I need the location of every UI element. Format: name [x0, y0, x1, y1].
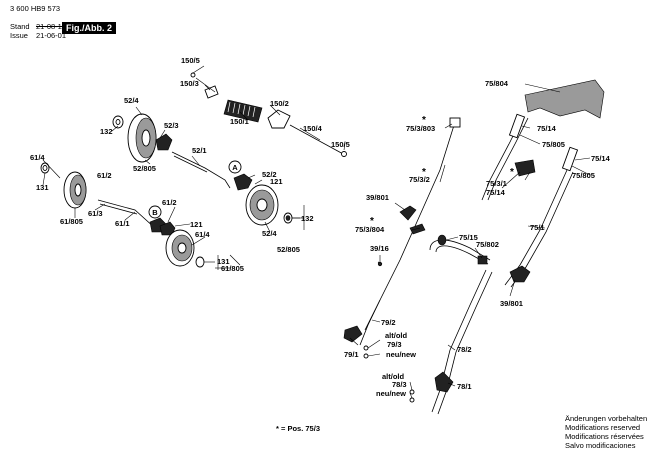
label-150-2: 150/2 — [270, 99, 289, 108]
figure-label: Fig./Abb. 2 — [62, 22, 116, 34]
label-132-left: 132 — [100, 127, 113, 136]
label-52-4-right: 52/4 — [262, 229, 277, 238]
label-75-14-a: 75/14 — [537, 124, 557, 133]
label-52-3: 52/3 — [164, 121, 179, 130]
knob-150-2 — [267, 109, 291, 129]
label-61-4-left: 61/4 — [30, 153, 45, 162]
label-61-3: 61/3 — [88, 209, 103, 218]
label-75-3-2: 75/3/2 — [409, 175, 430, 184]
handle-group — [343, 79, 605, 415]
label-131-left: 131 — [36, 183, 49, 192]
label-52-2: 52/2 — [262, 170, 277, 179]
label-75-15: 75/15 — [459, 233, 478, 242]
label-150-4: 150/4 — [303, 124, 323, 133]
label-52-805-left: 52/805 — [133, 164, 156, 173]
label-neu-new-a: neu/new — [386, 350, 416, 359]
label-75-802-a: 75/802 — [476, 240, 499, 249]
label-79-3: 79/3 — [387, 340, 402, 349]
stand-date: 21-08-11 — [36, 22, 66, 31]
label-alt-old-a: alt/old — [385, 331, 408, 340]
star-75-3-2: * — [422, 167, 426, 178]
label-52-805-right: 52/805 — [277, 245, 300, 254]
label-132-right: 132 — [301, 214, 314, 223]
note-fr: Modifications réservées — [565, 432, 644, 441]
label-39-16: 39/16 — [370, 244, 389, 253]
leader-lines — [42, 65, 591, 399]
label-61-1: 61/1 — [115, 219, 130, 228]
label-39-801-right: 39/801 — [500, 299, 523, 308]
label-78-1: 78/1 — [457, 382, 472, 391]
label-150-5-top: 150/5 — [181, 56, 200, 65]
cap-150-3 — [204, 85, 219, 99]
label-61-805-left: 61/805 — [60, 217, 83, 226]
label-75-14-b: 75/14 — [591, 154, 611, 163]
label-61-2-left: 61/2 — [97, 171, 112, 180]
grip-150-1 — [223, 99, 263, 123]
label-75-3-803: 75/3/803 — [406, 124, 435, 133]
star-75-3-803: * — [422, 115, 426, 126]
note-de: Änderungen vorbehalten — [565, 414, 648, 423]
label-61-2-right: 61/2 — [162, 198, 177, 207]
issue-date: 21-06-01 — [36, 31, 67, 40]
label-79-1: 79/1 — [344, 350, 359, 359]
label-75-805-b: 75/805 — [572, 171, 595, 180]
label-75-3-804: 75/3/804 — [355, 225, 385, 234]
label-61-4-right: 61/4 — [195, 230, 210, 239]
label-75-14-c: 75/14 — [486, 188, 506, 197]
end-150-5 — [341, 151, 347, 157]
front-wheel-group: B — [40, 162, 205, 268]
callout-a: A — [232, 163, 238, 172]
label-neu-new-b: neu/new — [376, 389, 406, 398]
label-79-2: 79/2 — [381, 318, 396, 327]
label-75-3-1: 75/3/1 — [486, 179, 507, 188]
label-121-top: 121 — [270, 177, 283, 186]
doc-number: 3 600 HB9 573 — [10, 4, 61, 13]
stand-label: Stand — [10, 22, 30, 31]
note-es: Salvo modificaciones — [565, 441, 636, 450]
label-39-801-left: 39/801 — [366, 193, 389, 202]
part-labels: 150/5 150/3 150/2 150/1 150/4 150/5 52/4… — [30, 56, 611, 398]
label-61-805-right: 61/805 — [221, 264, 244, 273]
label-52-1: 52/1 — [192, 146, 207, 155]
label-150-5-end: 150/5 — [331, 140, 350, 149]
label-78-3: 78/3 — [392, 380, 407, 389]
adjuster-group — [190, 72, 347, 157]
label-52-4-left: 52/4 — [124, 96, 139, 105]
label-150-1: 150/1 — [230, 117, 249, 126]
label-75-1: 75/1 — [530, 223, 545, 232]
label-78-2: 78/2 — [457, 345, 472, 354]
top-grip — [524, 79, 605, 119]
label-131-right: 131 — [217, 257, 230, 266]
screw-150-5 — [190, 72, 196, 78]
star-75-3-1: * — [510, 167, 514, 178]
label-alt-old-b: alt/old — [382, 372, 405, 381]
label-150-3: 150/3 — [180, 79, 199, 88]
footnote: * = Pos. 75/3 — [276, 424, 320, 433]
label-75-805-a: 75/805 — [542, 140, 565, 149]
star-75-3-804: * — [370, 216, 374, 227]
note-en: Modifications reserved — [565, 423, 641, 432]
notes: Änderungen vorbehalten Modifications res… — [565, 414, 647, 450]
label-75-804: 75/804 — [485, 79, 509, 88]
label-121-bottom: 121 — [190, 220, 203, 229]
issue-label: Issue — [10, 31, 28, 40]
callout-b: B — [152, 208, 158, 217]
rear-wheel-group: A — [112, 113, 293, 226]
rod-150-4 — [289, 124, 346, 156]
